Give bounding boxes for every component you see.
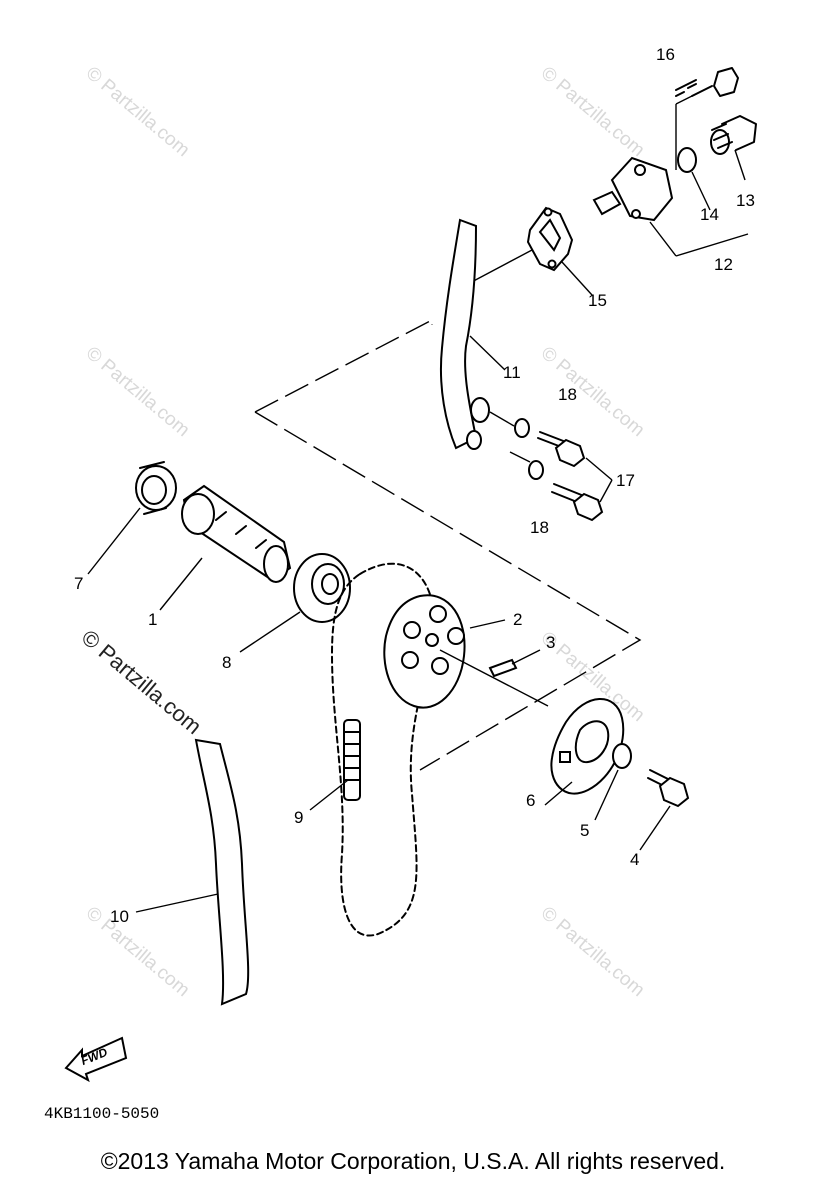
callout-17: 17	[616, 471, 635, 490]
watermark-4: © Partzilla.com	[537, 343, 649, 441]
callout-13: 13	[736, 191, 755, 210]
leader-1	[159, 557, 203, 611]
part-4-bolt	[647, 769, 690, 808]
leader-7	[87, 507, 141, 575]
callout-16: 16	[656, 45, 675, 64]
callout-18-lower: 18	[530, 518, 549, 537]
leader-17b	[599, 479, 613, 503]
part-3-pin	[439, 649, 549, 707]
callout-11: 11	[503, 363, 521, 382]
leader-6	[544, 781, 573, 806]
part-16-bolt	[675, 67, 739, 105]
part-18-washer-upper	[514, 418, 530, 438]
leader-4	[639, 805, 671, 851]
watermark-7: © Partzilla.com	[537, 903, 649, 1001]
part-1-camshaft	[181, 484, 292, 583]
part-14-washer	[677, 147, 697, 173]
leader-11	[469, 335, 506, 371]
callout-9: 9	[294, 808, 303, 827]
leader-10	[135, 893, 219, 913]
leader-17a	[585, 457, 613, 481]
leader-14	[691, 171, 711, 211]
leader-15b	[465, 249, 533, 286]
leader-18a	[489, 411, 515, 427]
callout-5: 5	[580, 821, 589, 840]
part-11-chain-guide	[439, 218, 490, 450]
callout-12: 12	[714, 255, 733, 274]
callout-3: 3	[546, 633, 555, 652]
part-6-plate	[550, 698, 625, 795]
part-2-cam-sprocket	[383, 594, 466, 709]
callout-15: 15	[588, 291, 607, 310]
part-13-plug	[710, 115, 757, 155]
part-12-tensioner	[592, 156, 674, 222]
assembly-outline-2	[254, 411, 642, 771]
leader-9	[309, 779, 349, 811]
callout-labels: 16 13 14 12 15 11 18 17 18 7 1 2 3 8 9 6…	[74, 45, 755, 926]
callout-18-upper: 18	[558, 385, 577, 404]
leader-13	[734, 149, 746, 181]
leader-5	[594, 769, 619, 821]
callout-6: 6	[526, 791, 535, 810]
leader-18b	[509, 451, 531, 463]
diagram-code: 4KB1100-5050	[44, 1105, 159, 1123]
watermark-3: © Partzilla.com	[82, 343, 194, 441]
callout-1: 1	[148, 610, 157, 629]
part-8-bearing	[293, 553, 351, 623]
callout-4: 4	[630, 850, 639, 869]
assembly-outline	[254, 318, 433, 413]
leader-12b	[675, 233, 749, 257]
leader-8	[239, 611, 301, 653]
callout-14: 14	[700, 205, 719, 224]
watermark-1: © Partzilla.com	[82, 63, 194, 161]
callout-8: 8	[222, 653, 231, 672]
part-17-bolt-lower	[551, 483, 604, 522]
watermark-6: © Partzilla.com	[82, 903, 194, 1001]
watermark-2: © Partzilla.com	[537, 63, 649, 161]
watermark-dark: © Partzilla.com	[77, 625, 207, 739]
leader-3	[511, 649, 541, 665]
leader-15	[561, 261, 593, 296]
copyright-notice: ©2013 Yamaha Motor Corporation, U.S.A. A…	[100, 1148, 726, 1174]
fwd-arrow-icon: FWD	[64, 1036, 128, 1083]
part-10-chain-guide	[194, 738, 250, 1006]
leader-2	[469, 619, 506, 629]
callout-2: 2	[513, 610, 522, 629]
callout-7: 7	[74, 574, 83, 593]
part-17-bolt-upper	[537, 431, 586, 468]
part-18-washer-lower	[528, 460, 544, 480]
part-15-gasket	[526, 206, 574, 272]
part-7-bearing	[135, 461, 177, 515]
part-5-washer	[612, 743, 632, 769]
callout-10: 10	[110, 907, 129, 926]
leader-12a	[649, 221, 677, 257]
watermarks: © Partzilla.com © Partzilla.com © Partzi…	[82, 63, 649, 1001]
